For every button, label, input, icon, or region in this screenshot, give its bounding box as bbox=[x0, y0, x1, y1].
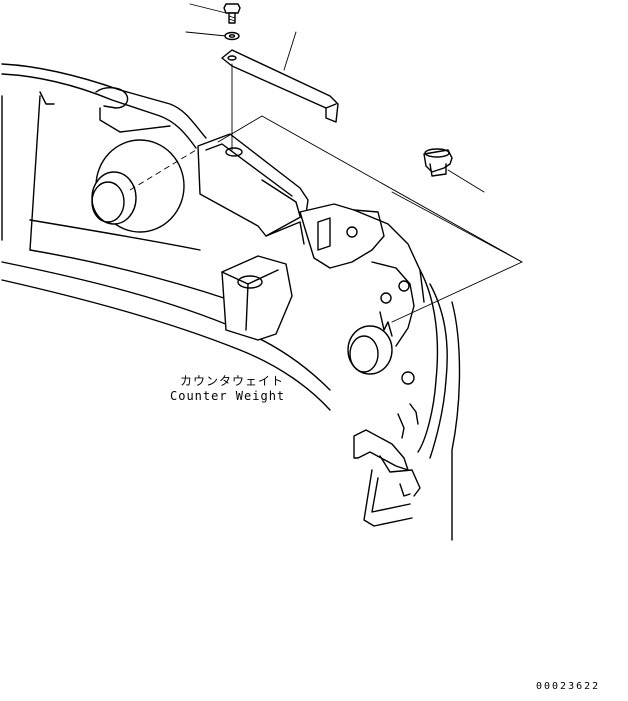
bolt-leader-line bbox=[189, 3, 227, 14]
part-name-jp: カウンタウェイト bbox=[180, 374, 285, 388]
grommet-leader-line bbox=[447, 169, 485, 193]
drawing-code: 00023622 bbox=[536, 681, 601, 692]
kit-leader-lines bbox=[217, 115, 523, 323]
grommet bbox=[423, 148, 485, 193]
part-name-en: Counter Weight bbox=[170, 389, 286, 403]
bracket-leader-line bbox=[283, 31, 297, 71]
washer bbox=[185, 31, 240, 41]
bolt bbox=[189, 3, 241, 24]
bracket-plate bbox=[221, 31, 339, 123]
counterweight-body bbox=[1, 63, 461, 541]
washer-leader-line bbox=[185, 31, 227, 37]
